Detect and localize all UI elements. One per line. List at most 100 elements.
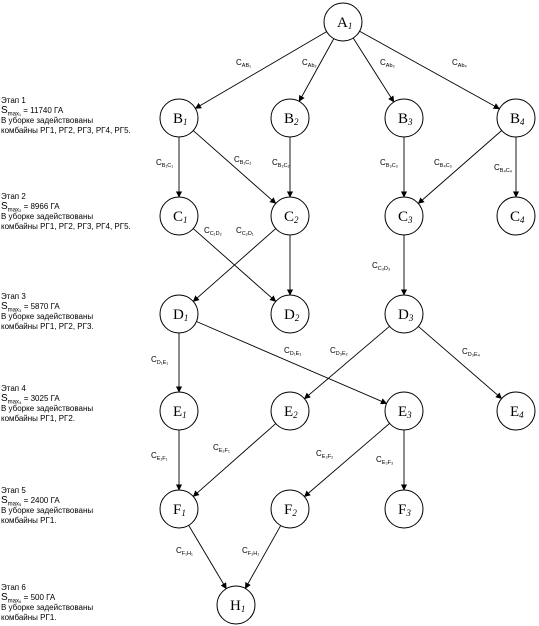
stage-text-line1: В уборке задействованы <box>1 603 94 612</box>
stage-text-line2: комбайны РГ1. <box>1 516 57 525</box>
edge-label-a1-b2: CAb₂ <box>302 58 317 69</box>
edge-label-b2-c2: CB₂C₂ <box>272 158 290 169</box>
edge-label-a1-b1: CAB₁ <box>236 58 251 69</box>
node-d3: D3 <box>384 294 424 334</box>
node-circle <box>159 294 199 334</box>
node-label: D1 <box>173 307 188 323</box>
node-a1: A1 <box>323 2 363 42</box>
stage-text-line1: В уборке задействованы <box>1 506 94 515</box>
node-d2: D2 <box>270 294 310 334</box>
node-label: A1 <box>337 15 352 31</box>
node-circle <box>323 2 363 42</box>
node-circle <box>270 196 310 236</box>
stage-area-symbol: S <box>1 105 8 116</box>
edge-label-e3-f2: CE₃F₂ <box>316 449 333 460</box>
node-circle <box>270 391 310 431</box>
node-label: D3 <box>398 307 414 323</box>
node-circle <box>384 98 424 138</box>
node-e3: E3 <box>384 391 424 431</box>
edge-a1-b2 <box>298 38 335 102</box>
node-circle <box>496 196 536 236</box>
node-label: C3 <box>398 209 413 225</box>
stage-area-value: = 2400 ГА <box>23 496 60 505</box>
node-label: C4 <box>510 209 525 225</box>
node-label: F3 <box>398 502 411 518</box>
node-circle <box>159 391 199 431</box>
stage-area-value: = 11740 ГА <box>23 106 64 115</box>
edge-a1-b1 <box>194 31 327 109</box>
edge-b1-c2 <box>192 130 277 204</box>
node-label: E4 <box>510 404 524 420</box>
stage-area-subscript: max₁ <box>7 111 22 118</box>
node-circle <box>384 196 424 236</box>
node-circle <box>384 489 424 529</box>
stage-title: Этап 2 <box>1 192 26 201</box>
node-b2: B2 <box>270 98 310 138</box>
stage-area-value: = 8966 ГА <box>23 202 60 211</box>
edge-label-e2-f1: CE₂F₁ <box>213 443 230 454</box>
edge-label-f2-h1: CF₂H₁ <box>242 546 259 557</box>
stage-area-value: = 5870 ГА <box>23 302 60 311</box>
stage-area-value: = 500 ГА <box>23 593 56 602</box>
node-label: B1 <box>173 111 188 127</box>
edge-d1-e3 <box>196 321 388 405</box>
edge-label-b4-c3: CB₄C₃ <box>434 158 452 169</box>
edge-label-d1-e1: CD₁E₁ <box>151 355 168 366</box>
stage-text-line1: В уборке задействованы <box>1 116 94 125</box>
edge-label-d3-e4: CD₃E₄ <box>462 347 481 358</box>
node-circle <box>270 98 310 138</box>
node-c3: C3 <box>384 196 424 236</box>
stage-text-line2: комбайны РГ1. <box>1 613 57 622</box>
node-e2: E2 <box>270 391 310 431</box>
node-b1: B1 <box>159 98 199 138</box>
stage-area-subscript: max₅ <box>7 501 22 508</box>
edge-a1-b4 <box>359 30 500 110</box>
stage-title: Этап 4 <box>1 384 26 393</box>
edge-label-b1-c2: CB₁C₂ <box>234 155 251 166</box>
edge-c2-d1 <box>192 228 277 302</box>
node-circle <box>270 489 310 529</box>
node-d1: D1 <box>159 294 199 334</box>
stage-area-symbol: S <box>1 393 8 404</box>
edge-d3-e4 <box>418 326 503 399</box>
stage-text-line2: комбайны РГ1, РГ2, РГ3, РГ4, РГ5. <box>1 126 131 135</box>
node-b4: B4 <box>496 98 536 138</box>
stage-text-line1: В уборке задействованы <box>1 404 94 413</box>
stage-title: Этап 1 <box>1 96 26 105</box>
stage-title: Этап 3 <box>1 292 26 301</box>
edge-label-a1-b4: CAb₄ <box>452 58 468 69</box>
node-label: E3 <box>398 404 412 420</box>
node-b3: B3 <box>384 98 424 138</box>
stage-area-symbol: S <box>1 301 8 312</box>
node-circle <box>159 196 199 236</box>
edge-label-f1-h1: CF₁H₁ <box>176 546 193 557</box>
stage-area-symbol: S <box>1 201 8 212</box>
edge-label-b3-c3: CB₃C₃ <box>380 158 398 169</box>
stage-title: Этап 5 <box>1 486 26 495</box>
node-label: B4 <box>510 111 525 127</box>
edge-f2-h1 <box>244 525 282 589</box>
stage-area-symbol: S <box>1 592 8 603</box>
node-label: D2 <box>284 307 300 323</box>
node-label: B2 <box>284 111 299 127</box>
node-c2: C2 <box>270 196 310 236</box>
stage-title: Этап 6 <box>1 583 26 592</box>
edge-label-e1-f1: CE₁F₁ <box>151 451 168 462</box>
node-e1: E1 <box>159 391 199 431</box>
node-label: F2 <box>284 502 297 518</box>
node-f3: F3 <box>384 489 424 529</box>
stage-text-line1: В уборке задействованы <box>1 312 94 321</box>
node-label: C1 <box>173 209 188 225</box>
stage-area-subscript: max₆ <box>7 598 22 605</box>
node-label: E2 <box>284 404 298 420</box>
edge-label-b1-c1: CB₁C₁ <box>156 158 173 169</box>
node-circle <box>384 294 424 334</box>
edge-e2-f1 <box>192 423 277 497</box>
node-label: F1 <box>173 502 186 518</box>
node-circle <box>496 98 536 138</box>
